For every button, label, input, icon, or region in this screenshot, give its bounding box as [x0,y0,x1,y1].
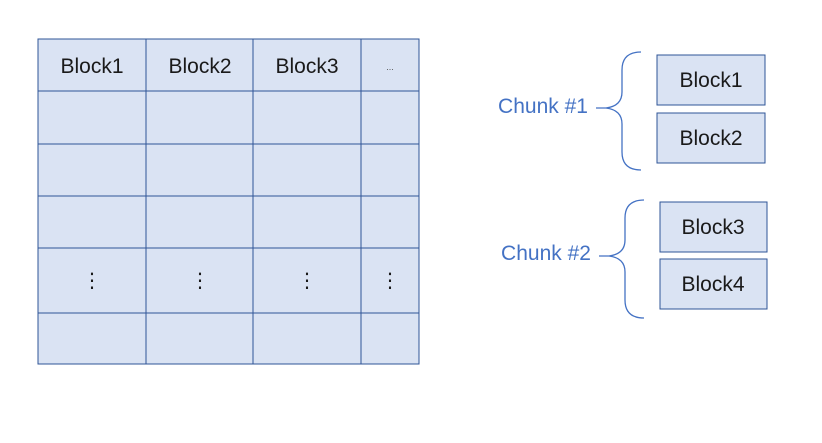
grid-cell [145,90,254,145]
grid-header-label-2: Block2 [168,55,231,78]
chunk-1-block-2-label: Block2 [679,127,742,150]
grid-header-label-3: Block3 [275,55,338,78]
chunk-2-block-3 [659,201,768,253]
chunk-1-block-1 [656,54,766,106]
grid-ellipsis-mark-3: ⋮ [297,268,317,292]
chunk-2-block-3-label: Block3 [681,216,744,239]
grid-cell [252,312,362,365]
grid-ellipsis-cell-4 [360,247,420,314]
grid-cell [360,143,420,197]
grid-header-label-1: Block1 [60,55,123,78]
grid-cell [37,143,147,197]
grid-header-cell-2 [145,38,254,92]
grid-cell [37,90,147,145]
grid-cell [37,312,147,365]
grid-cell [360,312,420,365]
grid-ellipsis-mark-4: ⋮ [380,268,400,292]
chunk-2-block-4-label: Block4 [681,273,744,296]
grid-cell [37,195,147,249]
grid-header-cell-3 [252,38,362,92]
grid-ellipsis-cell-2 [145,247,254,314]
grid-ellipsis-cell-1 [37,247,147,314]
grid-cell [252,143,362,197]
grid-cell [145,195,254,249]
chunk-group-1: Chunk #1 Block1 Block2 [498,51,766,171]
chunk-group-2: Chunk #2 Block3 Block4 [501,199,768,319]
grid-header-label-4: ... [386,62,394,72]
chunk-brace-2 [599,199,645,319]
grid-header-cell-1 [37,38,147,92]
chunk-label-1: Chunk #1 [498,95,588,118]
grid-header-cell-4 [360,38,420,92]
grid-cell [252,195,362,249]
chunk-label-2: Chunk #2 [501,242,591,265]
block-grid: Block1 Block2 Block3 ... ⋮ ⋮ ⋮ ⋮ [37,38,420,365]
chunk-2-block-4 [659,258,768,310]
chunk-1-block-2 [656,112,766,164]
grid-cell [360,90,420,145]
grid-cell [360,195,420,249]
grid-ellipsis-mark-2: ⋮ [190,268,210,292]
grid-cell [252,90,362,145]
grid-ellipsis-mark-1: ⋮ [82,268,102,292]
chunk-1-block-1-label: Block1 [679,69,742,92]
grid-cell [145,143,254,197]
chunk-brace-1 [596,51,642,171]
grid-cell [145,312,254,365]
